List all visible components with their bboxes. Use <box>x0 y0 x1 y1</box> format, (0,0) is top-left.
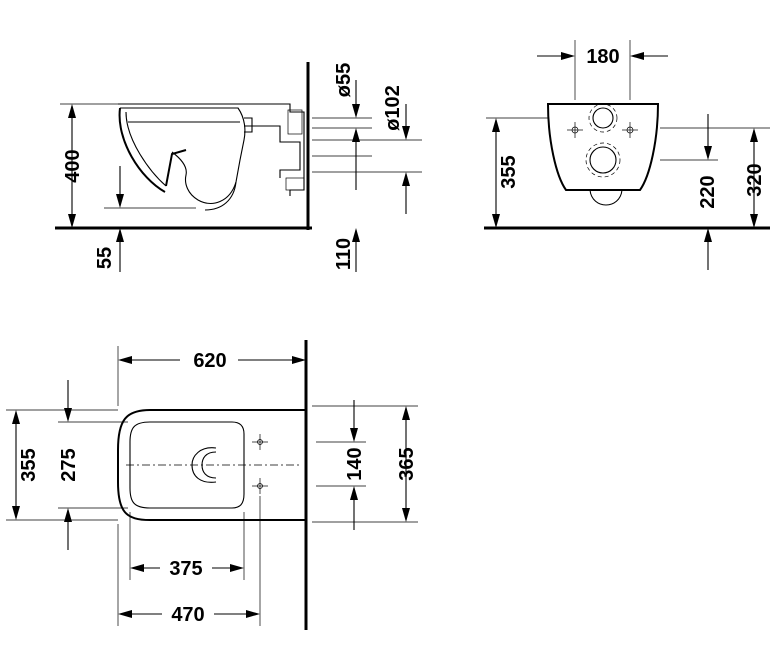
bowl-side-outline <box>118 103 305 211</box>
dim-470-text: 470 <box>171 604 204 626</box>
dim-d55-text: ø55 <box>333 63 355 97</box>
dim-width-275: 275 <box>58 380 128 550</box>
rear-holes <box>567 103 638 178</box>
dim-355-rear-text: 355 <box>498 155 520 188</box>
dim-400-text: 400 <box>62 149 84 182</box>
dim-width-355: 355 <box>6 409 118 521</box>
dim-110-text: 110 <box>333 238 355 270</box>
dim-spacing-180: 180 <box>537 40 668 100</box>
dim-55-text: 55 <box>94 247 116 269</box>
top-view: 620 355 275 140 <box>6 340 418 630</box>
dim-length-620: 620 <box>117 346 306 406</box>
dim-length-375: 375 <box>129 512 245 580</box>
rear-outlet <box>589 189 623 206</box>
bolt-holes <box>252 434 268 494</box>
dim-375-text: 375 <box>169 558 202 580</box>
dim-365-text: 365 <box>396 447 418 480</box>
dim-pipes: ø55 ø102 110 <box>312 63 422 272</box>
bowl-rear-outline <box>546 103 660 191</box>
dim-height-320: 320 <box>660 127 770 228</box>
dim-width-365: 365 <box>312 405 418 523</box>
dim-floor-55: 55 <box>94 166 196 272</box>
dim-height-220: 220 <box>660 114 719 270</box>
dim-140-text: 140 <box>344 447 366 480</box>
dim-620-text: 620 <box>193 350 226 372</box>
rear-view: 180 355 220 320 <box>484 40 770 270</box>
dim-275-text: 275 <box>58 448 80 481</box>
dim-220-text: 220 <box>697 175 719 208</box>
dim-180-text: 180 <box>586 46 619 68</box>
dim-height-400: 400 <box>60 103 118 228</box>
dim-d102-text: ø102 <box>382 85 404 131</box>
side-view: 400 55 ø55 ø102 <box>55 62 422 272</box>
dim-320-text: 320 <box>744 163 766 196</box>
dim-355-top-text: 355 <box>18 448 40 481</box>
seat-opening <box>129 421 245 509</box>
bowl-top-outline <box>117 409 306 521</box>
dim-height-355: 355 <box>486 117 548 228</box>
dim-length-470: 470 <box>117 496 261 626</box>
dim-bolt-140: 140 <box>316 400 366 530</box>
